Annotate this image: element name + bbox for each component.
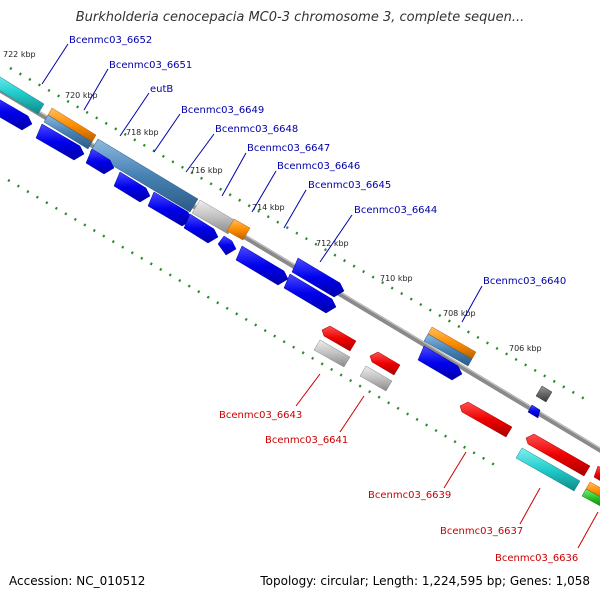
kbp-label-718: 718 kbp <box>126 128 159 137</box>
forward-genes-outer <box>0 72 553 403</box>
gene-cyan-6637[interactable] <box>515 447 581 492</box>
kbp-label-722: 722 kbp <box>3 50 36 59</box>
gene-blue-g[interactable] <box>217 235 237 256</box>
gene-label-6649[interactable]: Bcenmc03_6649 <box>181 105 264 116</box>
gene-label-6640[interactable]: Bcenmc03_6640 <box>483 276 566 287</box>
gene-label-6646[interactable]: Bcenmc03_6646 <box>277 161 360 172</box>
kbp-labels: 722 kbp 720 kbp 718 kbp 716 kbp 714 kbp … <box>3 50 542 353</box>
forward-label-leaders <box>41 43 483 323</box>
gene-orange-6636[interactable] <box>585 481 600 500</box>
gene-blue-6644a[interactable] <box>235 245 289 286</box>
kbp-tick-track-inner <box>7 178 501 470</box>
gene-gray-small[interactable] <box>535 385 553 403</box>
gene-label-6647[interactable]: Bcenmc03_6647 <box>247 143 330 154</box>
gene-red-6637[interactable] <box>525 433 591 477</box>
topology-text: Topology: circular; Length: 1,224,595 bp… <box>260 574 590 588</box>
gene-green-6636[interactable] <box>581 488 600 509</box>
gene-blue-small[interactable] <box>527 404 541 419</box>
reverse-label-leaders <box>295 373 599 549</box>
gene-steel-6649[interactable] <box>89 138 199 213</box>
reverse-gene-labels: Bcenmc03_6643 Bcenmc03_6641 Bcenmc03_663… <box>219 410 578 564</box>
gene-label-6648[interactable]: Bcenmc03_6648 <box>215 124 298 135</box>
gene-blue-6644b[interactable] <box>291 257 345 298</box>
gene-blue-6644c[interactable] <box>283 273 337 314</box>
kbp-tick-track-outer <box>9 66 591 404</box>
reverse-genes <box>313 325 600 509</box>
gene-blue-6640[interactable] <box>417 345 463 381</box>
gene-label-6651[interactable]: Bcenmc03_6651 <box>109 60 192 71</box>
gene-label-6652[interactable]: Bcenmc03_6652 <box>69 35 152 46</box>
kbp-label-720: 720 kbp <box>65 91 98 100</box>
map-title: Burkholderia cenocepacia MC0-3 chromosom… <box>75 10 525 25</box>
gene-steel-6651[interactable] <box>43 114 93 150</box>
gene-cyan-6652[interactable] <box>0 72 45 115</box>
gene-orange-6647[interactable] <box>226 218 251 241</box>
gene-red-6636[interactable] <box>593 465 600 483</box>
accession-text: Accession: NC_010512 <box>9 574 146 588</box>
gene-silver-6648[interactable] <box>191 199 237 235</box>
gene-label-6641[interactable]: Bcenmc03_6641 <box>265 435 348 446</box>
gene-label-6644[interactable]: Bcenmc03_6644 <box>354 205 437 216</box>
gene-silver-6641[interactable] <box>359 365 393 392</box>
gene-blue-d[interactable] <box>113 171 151 203</box>
gene-label-6637[interactable]: Bcenmc03_6637 <box>440 526 523 537</box>
kbp-label-710: 710 kbp <box>380 274 413 283</box>
gene-blue-f[interactable] <box>183 213 219 244</box>
gene-red-6643[interactable] <box>321 325 357 352</box>
gene-label-6639[interactable]: Bcenmc03_6639 <box>368 490 451 501</box>
gene-label-6643[interactable]: Bcenmc03_6643 <box>219 410 302 421</box>
gene-label-eutB[interactable]: eutB <box>150 84 173 95</box>
forward-gene-labels: Bcenmc03_6652 Bcenmc03_6651 eutB Bcenmc0… <box>69 35 566 287</box>
gene-blue-b[interactable] <box>35 123 85 161</box>
kbp-label-716: 716 kbp <box>190 166 223 175</box>
gene-red-6641[interactable] <box>369 351 401 376</box>
gene-label-6636[interactable]: Bcenmc03_6636 <box>495 553 578 564</box>
kbp-label-706: 706 kbp <box>509 344 542 353</box>
gene-red-6639[interactable] <box>459 401 513 438</box>
gene-label-6645[interactable]: Bcenmc03_6645 <box>308 180 391 191</box>
gene-silver-6643[interactable] <box>313 339 351 368</box>
kbp-label-708: 708 kbp <box>443 309 476 318</box>
kbp-label-714: 714 kbp <box>252 203 285 212</box>
forward-genes-inner <box>0 94 541 419</box>
gene-blue-a[interactable] <box>0 94 33 131</box>
gene-blue-c[interactable] <box>85 148 115 175</box>
gene-steel-6640[interactable] <box>423 333 473 367</box>
